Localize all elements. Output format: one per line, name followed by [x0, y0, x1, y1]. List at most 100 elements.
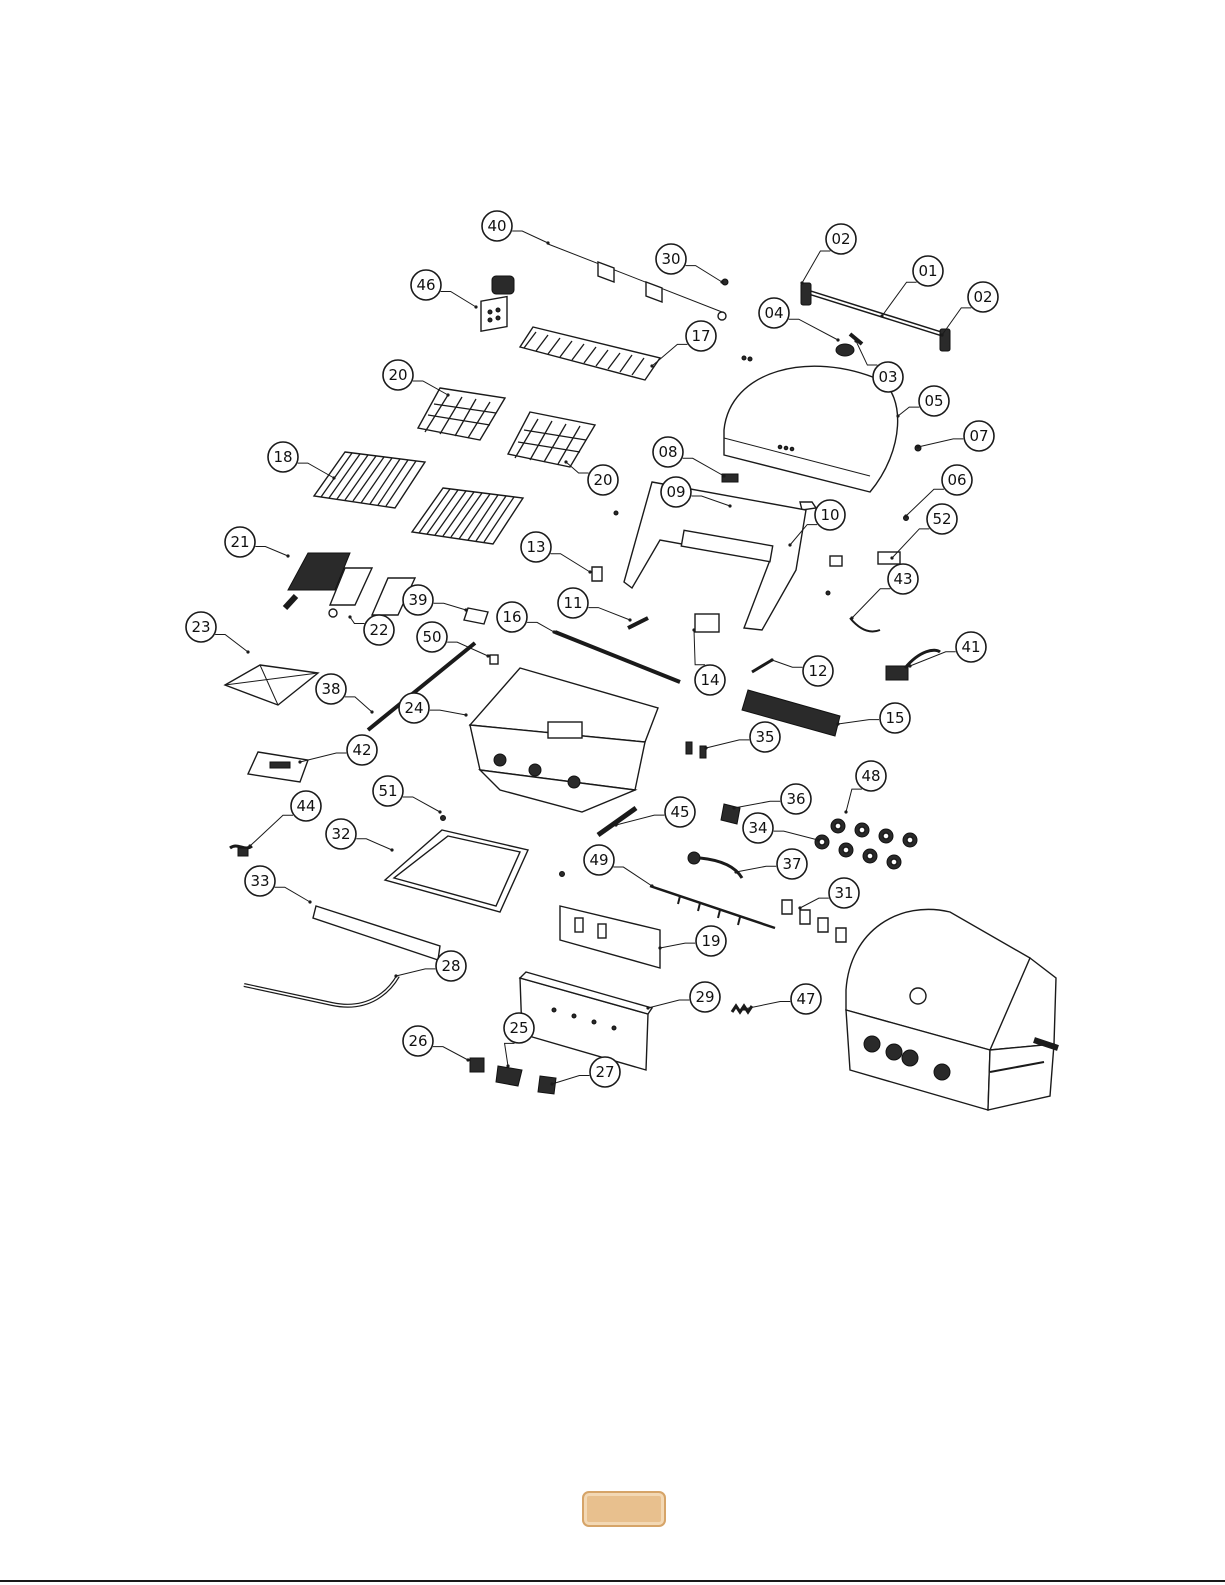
- callout-40: 40: [482, 211, 550, 245]
- callout-leader-dot: [588, 570, 591, 573]
- callout-leader-dot: [646, 1006, 649, 1009]
- spring-part: [732, 1006, 752, 1012]
- callout-leader-dot: [880, 314, 883, 317]
- callout-number: 51: [378, 782, 397, 800]
- callout-number: 06: [947, 471, 966, 489]
- callout-number: 24: [404, 699, 423, 717]
- callout-44: 44: [248, 791, 321, 848]
- callout-number: 26: [408, 1032, 427, 1050]
- callout-leader-dot: [466, 1058, 469, 1061]
- callout-41: 41: [908, 632, 986, 668]
- cooking-grate-part: [314, 452, 425, 508]
- callout-leader-line: [918, 439, 963, 447]
- callout-34: 34: [743, 813, 820, 843]
- callout-43: 43: [850, 564, 918, 620]
- callout-leader-line: [744, 1002, 790, 1009]
- callout-leader-dot: [650, 884, 653, 887]
- callout-08: 08: [653, 437, 726, 478]
- callout-leader-line: [856, 341, 877, 365]
- callout-number: 38: [321, 680, 340, 698]
- callout-29: 29: [646, 982, 720, 1012]
- cooking-grate-part-2: [412, 488, 523, 544]
- callout-number: 45: [670, 803, 689, 821]
- callout-leader-dot: [546, 241, 549, 244]
- assembled-grill-illustration: [846, 909, 1058, 1110]
- callout-leader-line: [588, 608, 630, 620]
- callout-number: 16: [502, 608, 521, 626]
- callout-leader-dot: [506, 1064, 509, 1067]
- callout-27: 27: [550, 1057, 620, 1087]
- callout-leader-dot: [816, 838, 819, 841]
- callout-leader-dot: [464, 608, 467, 611]
- callout-leader-line: [898, 407, 919, 416]
- callout-leader-line: [434, 603, 466, 610]
- callout-number: 22: [369, 621, 388, 639]
- callout-leader-dot: [464, 713, 467, 716]
- callout-leader-line: [800, 898, 829, 908]
- callout-leader-dot: [474, 305, 477, 308]
- smoker-box-part: [481, 276, 514, 331]
- callout-leader-dot: [742, 1007, 745, 1010]
- callout-16: 16: [497, 602, 556, 634]
- callout-leader-dot: [854, 339, 857, 342]
- callout-23: 23: [186, 612, 250, 654]
- back-panel-part: [624, 474, 816, 630]
- callout-leader-line: [734, 801, 780, 808]
- firebox-part: [368, 643, 658, 812]
- callout-leader-line: [430, 710, 466, 715]
- callout-number: 40: [487, 217, 506, 235]
- callout-leader-dot: [298, 760, 301, 763]
- callout-leader-dot: [446, 393, 449, 396]
- gas-manifold-part: [650, 886, 775, 928]
- callout-leader-dot: [650, 364, 653, 367]
- callout-leader-dot: [720, 280, 723, 283]
- callout-02: 02: [940, 282, 998, 337]
- callout-12: 12: [770, 656, 833, 686]
- callout-leader-line: [275, 887, 310, 902]
- callout-leader-dot: [552, 630, 555, 633]
- callout-31: 31: [798, 878, 859, 910]
- callout-number: 23: [191, 618, 210, 636]
- callout-14: 14: [692, 628, 725, 695]
- callout-leader-line: [441, 291, 476, 307]
- callout-number: 30: [661, 250, 680, 268]
- callout-leader-line: [772, 660, 802, 667]
- igniter-wire-part: [230, 846, 252, 856]
- callout-49: 49: [584, 845, 654, 888]
- callout-leader-dot: [246, 650, 249, 653]
- callout-11: 11: [558, 588, 632, 622]
- callout-leader-dot: [658, 946, 661, 949]
- front-trim-part: [313, 906, 440, 960]
- callout-number: 01: [918, 262, 937, 280]
- callout-number: 32: [331, 825, 350, 843]
- gas-valve-parts: [470, 1058, 556, 1094]
- callout-number: 48: [861, 767, 880, 785]
- callout-leader-line: [706, 740, 749, 748]
- callout-leader-dot: [332, 476, 335, 479]
- callout-leader-dot: [390, 848, 393, 851]
- callout-leader-line: [512, 231, 548, 243]
- callout-number: 19: [701, 932, 720, 950]
- callout-52: 52: [890, 504, 957, 560]
- callout-number: 02: [973, 288, 992, 306]
- callout-leader-line: [648, 1000, 689, 1008]
- callout-leader-line: [505, 1043, 515, 1066]
- callout-number: 39: [408, 591, 427, 609]
- callout-leader-dot: [798, 906, 801, 909]
- callout-number: 34: [748, 819, 767, 837]
- callout-13: 13: [521, 532, 592, 574]
- rotisserie-spit-part: [548, 244, 726, 320]
- callout-number: 04: [764, 304, 783, 322]
- callout-number: 03: [878, 368, 897, 386]
- warming-rack-part: [520, 327, 660, 380]
- callout-20: 20: [564, 460, 618, 495]
- callout-leader-line: [300, 753, 346, 762]
- callout-leader-line: [694, 630, 705, 665]
- callout-leader-dot: [286, 554, 289, 557]
- knob-bezel-parts: [815, 819, 917, 869]
- callout-17: 17: [650, 321, 716, 368]
- callout-leader-line: [882, 282, 917, 316]
- callout-leader-line: [774, 831, 818, 840]
- callout-21: 21: [225, 527, 290, 558]
